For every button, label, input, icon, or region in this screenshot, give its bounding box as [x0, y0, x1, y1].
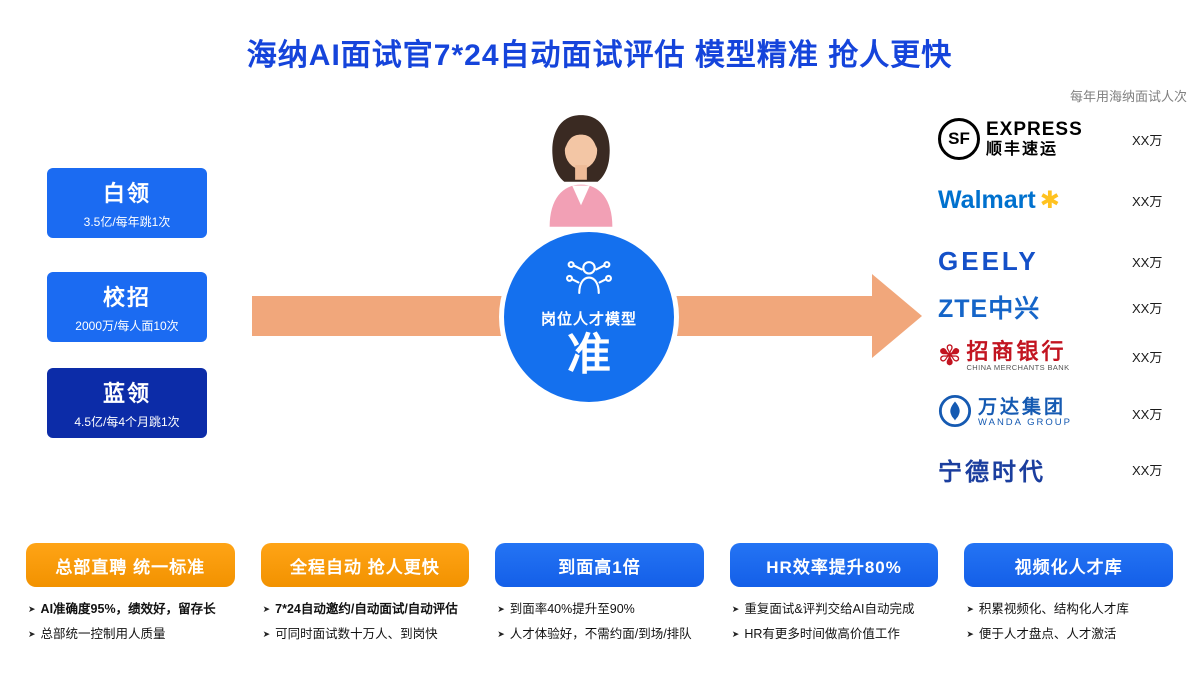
annual-count: XX万	[1132, 300, 1163, 316]
annual-count: XX万	[1132, 406, 1163, 422]
company-name: 宁德时代	[938, 458, 1046, 486]
bullet-item: ➤ 总部统一控制用人质量	[28, 625, 233, 643]
card-pill: 全程自动 抢人更快	[260, 543, 470, 587]
company-row-catl: 宁德时代 XX万	[938, 452, 1178, 486]
bullet-text: 7*24自动邀约/自动面试/自动评估	[275, 602, 458, 616]
company-name-en: CHINA MERCHANTS BANK	[966, 362, 1070, 372]
card-full-auto: 全程自动 抢人更快 ➤ 7*24自动邀约/自动面试/自动评估 ➤ 可同时面试数十…	[260, 543, 470, 643]
segment-stat: 2000万/每人面10次	[75, 319, 179, 333]
card-hq-hiring: 总部直聘 统一标准 ➤ AI准确度95%，绩效好，留存长 ➤ 总部统一控制用人质…	[26, 543, 235, 643]
bullet-arrow-icon: ➤	[731, 628, 740, 639]
company-row-wanda: 万达集团 WANDA GROUP XX万	[938, 392, 1178, 434]
company-name-en: WANDA GROUP	[978, 417, 1072, 429]
bullet-item: ➤ 到面率40%提升至90%	[497, 600, 702, 618]
wanda-logo-text: 万达集团 WANDA GROUP	[978, 397, 1072, 430]
page-title: 海纳AI面试官7*24自动面试评估 模型精准 抢人更快	[246, 39, 953, 72]
card-pill: 视频化人才库	[964, 543, 1173, 587]
bullet-item: ➤ 积累视频化、结构化人才库	[966, 600, 1171, 618]
bullet-text: 便于人才盘点、人才激活	[978, 627, 1117, 642]
segment-campus: 校招 2000万/每人面10次	[47, 272, 207, 342]
bullet-text: 积累视频化、结构化人才库	[978, 602, 1129, 616]
wanda-logo-icon	[938, 394, 972, 433]
bullet-arrow-icon: ➤	[28, 603, 36, 614]
company-name: ZTE中兴	[938, 295, 1041, 323]
bullet-item: ➤ 人才体验好，不需约面/到场/排队	[497, 625, 702, 643]
company-row-zte: ZTE中兴 XX万	[938, 290, 1178, 324]
annual-count: XX万	[1132, 193, 1163, 209]
model-label: 岗位人才模型	[540, 311, 637, 329]
annual-count: XX万	[1132, 349, 1163, 365]
annual-count: XX万	[1132, 462, 1163, 478]
card-video-talent-pool: 视频化人才库 ➤ 积累视频化、结构化人才库 ➤ 便于人才盘点、人才激活	[964, 543, 1173, 643]
bullet-text: 重复面试&评判交给AI自动完成	[744, 602, 915, 616]
bullet-text: AI准确度95%，绩效好，留存长	[40, 602, 216, 616]
segment-white-collar: 白领 3.5亿/每年跳1次	[47, 168, 207, 238]
company-row-walmart: Walmart ✱ XX万	[938, 182, 1178, 218]
company-name: Walmart	[938, 185, 1036, 214]
card-bullets: ➤ 到面率40%提升至90% ➤ 人才体验好，不需约面/到场/排队	[495, 600, 704, 643]
bullet-text: 人才体验好，不需约面/到场/排队	[509, 627, 692, 642]
company-name: GEELY	[938, 245, 1039, 276]
annual-count: XX万	[1132, 254, 1163, 270]
segment-blue-collar: 蓝领 4.5亿/每4个月跳1次	[47, 368, 207, 438]
bullet-text: 到面率40%提升至90%	[509, 602, 635, 616]
card-pill: 到面高1倍	[495, 543, 704, 587]
segment-label: 蓝领	[102, 381, 151, 406]
bullet-item: ➤ 便于人才盘点、人才激活	[966, 625, 1171, 643]
walmart-spark-icon: ✱	[1039, 186, 1060, 214]
bullet-item: ➤ AI准确度95%，绩效好，留存长	[28, 600, 233, 618]
talent-model-circle: 岗位人才模型 准	[499, 227, 679, 407]
company-name-cn: 顺丰速运	[986, 140, 1059, 158]
bullet-text: 可同时面试数十万人、到岗快	[275, 627, 438, 642]
card-show-rate: 到面高1倍 ➤ 到面率40%提升至90% ➤ 人才体验好，不需约面/到场/排队	[495, 543, 704, 643]
card-bullets: ➤ 重复面试&评判交给AI自动完成 ➤ HR有更多时间做高价值工作	[730, 600, 939, 643]
annual-counts-header: 每年用海纳面试人次	[1069, 89, 1187, 104]
card-bullets: ➤ AI准确度95%，绩效好，留存长 ➤ 总部统一控制用人质量	[26, 600, 235, 643]
sf-logo-icon: SF	[938, 118, 980, 160]
avatar-illustration	[549, 115, 613, 227]
ai-interviewer-avatar	[532, 108, 630, 228]
bullet-text: HR有更多时间做高价值工作	[744, 627, 900, 642]
bullet-arrow-icon: ➤	[497, 628, 505, 639]
card-hr-efficiency: HR效率提升80% ➤ 重复面试&评判交给AI自动完成 ➤ HR有更多时间做高价…	[729, 543, 939, 643]
annual-count: XX万	[1132, 132, 1163, 148]
bullet-arrow-icon: ➤	[966, 603, 974, 614]
segment-stat: 4.5亿/每4个月跳1次	[74, 415, 180, 429]
cmb-flower-icon: ✾	[938, 340, 962, 371]
bullet-item: ➤ 7*24自动邀约/自动面试/自动评估	[263, 600, 468, 618]
cmb-logo-text: 招商银行 CHINA MERCHANTS BANK	[966, 338, 1070, 372]
bullet-item: ➤ 重复面试&评判交给AI自动完成	[732, 600, 937, 618]
card-bullets: ➤ 积累视频化、结构化人才库 ➤ 便于人才盘点、人才激活	[964, 600, 1173, 643]
company-name: 招商银行	[966, 338, 1067, 364]
bullet-item: ➤ 可同时面试数十万人、到岗快	[263, 625, 468, 643]
benefit-cards: 总部直聘 统一标准 ➤ AI准确度95%，绩效好，留存长 ➤ 总部统一控制用人质…	[26, 543, 1173, 643]
bullet-arrow-icon: ➤	[731, 603, 740, 614]
model-highlight-char: 准	[567, 330, 611, 380]
company-name: 万达集团	[978, 396, 1067, 418]
bullet-item: ➤ HR有更多时间做高价值工作	[732, 625, 937, 643]
sf-logo-text: EXPRESS 顺丰速运	[986, 119, 1083, 159]
card-bullets: ➤ 7*24自动邀约/自动面试/自动评估 ➤ 可同时面试数十万人、到岗快	[261, 600, 470, 643]
company-row-china-merchants-bank: ✾ 招商银行 CHINA MERCHANTS BANK XX万	[938, 334, 1178, 378]
segment-label: 校招	[102, 285, 151, 310]
segment-label: 白领	[102, 181, 151, 206]
card-pill: 总部直聘 统一标准	[26, 543, 235, 587]
card-pill: HR效率提升80%	[729, 543, 939, 587]
bullet-arrow-icon: ➤	[497, 603, 505, 614]
bullet-arrow-icon: ➤	[966, 628, 974, 639]
bullet-arrow-icon: ➤	[262, 628, 271, 639]
bullet-text: 总部统一控制用人质量	[40, 627, 166, 642]
company-row-geely: GEELY XX万	[938, 244, 1178, 278]
bullet-arrow-icon: ➤	[262, 603, 271, 614]
segment-stat: 3.5亿/每年跳1次	[83, 215, 171, 229]
bullet-arrow-icon: ➤	[28, 628, 36, 639]
company-row-sf-express: SF EXPRESS 顺丰速运 XX万	[938, 112, 1178, 166]
flow-arrow-head-icon	[872, 274, 922, 358]
company-name: EXPRESS	[986, 118, 1083, 140]
person-network-icon	[566, 261, 612, 295]
